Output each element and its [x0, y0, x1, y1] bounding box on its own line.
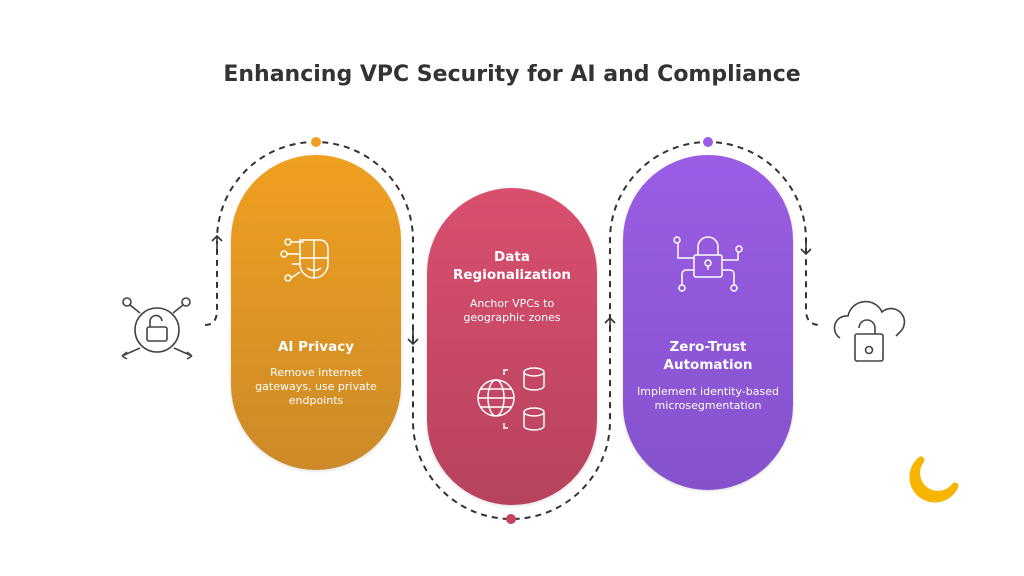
step-card-zero-trust-automation: Zero-Trust Automation Implement identity…: [623, 155, 793, 490]
step-title: AI Privacy: [277, 339, 355, 355]
step-dot-2: [506, 514, 516, 524]
dashed-connector: [204, 141, 821, 520]
step-title: Data Regionalization: [452, 249, 572, 283]
ai-face-circuit-icon: [280, 238, 329, 282]
diagram-title: Enhancing VPC Security for AI and Compli…: [223, 62, 801, 87]
step-dot-1: [311, 137, 321, 147]
step-description: Implement identity-based microsegmentati…: [637, 385, 779, 412]
step-dot-3: [703, 137, 713, 147]
moon-logo-icon: [909, 456, 959, 503]
cloud-lock-icon: [833, 300, 906, 362]
circuit-lock-icon: [673, 236, 743, 292]
step-card-data-regionalization: Data Regionalization Anchor VPCs to geog…: [427, 188, 597, 505]
step-card-ai-privacy: AI Privacy Remove internet gateways, use…: [231, 155, 401, 470]
step-description: Anchor VPCs to geographic zones: [463, 297, 561, 324]
arrow-icons: [211, 234, 812, 346]
step-title: Zero-Trust Automation: [663, 339, 753, 373]
unlock-network-icon: [121, 297, 193, 360]
globe-databases-icon: [477, 367, 545, 431]
step-description: Remove internet gateways, use private en…: [255, 366, 377, 407]
